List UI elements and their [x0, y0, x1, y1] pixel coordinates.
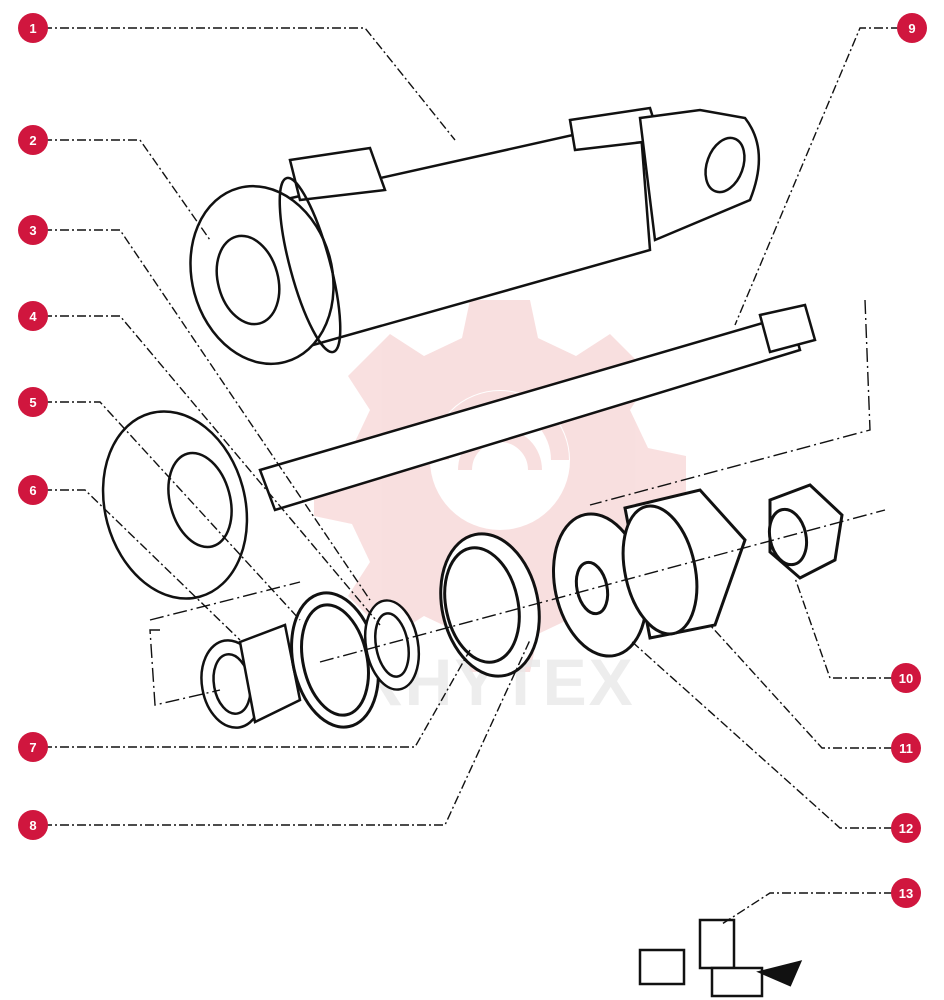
part-bushing-ring	[200, 623, 302, 729]
callout-13-marker	[891, 878, 921, 908]
callout-7-marker	[18, 732, 48, 762]
callout-4-label: 4	[29, 309, 37, 324]
callout-10-marker	[891, 663, 921, 693]
callout-1-marker	[18, 13, 48, 43]
callout-9-marker	[897, 13, 927, 43]
assembly-axis-lines	[149, 299, 886, 706]
callout-markers: 1 2 3 4 5 6 7 8 9 10 11 12 13	[18, 13, 927, 908]
callout-10-label: 10	[899, 671, 913, 686]
callout-7-label: 7	[29, 740, 36, 755]
part-repair-kit	[638, 918, 803, 998]
callout-8-marker	[18, 810, 48, 840]
callout-12-marker	[891, 813, 921, 843]
callout-12-label: 12	[899, 821, 913, 836]
callout-3-marker	[18, 215, 48, 245]
callout-9-label: 9	[908, 21, 915, 36]
callout-6-label: 6	[29, 483, 36, 498]
callout-5-label: 5	[29, 395, 36, 410]
leader-lines	[43, 27, 900, 925]
callout-4-marker	[18, 301, 48, 331]
part-wiper-ring	[439, 532, 541, 678]
callout-2-marker	[18, 125, 48, 155]
callout-13-label: 13	[899, 886, 913, 901]
callout-6-marker	[18, 475, 48, 505]
callout-1-label: 1	[29, 21, 36, 36]
part-piston-rod	[101, 303, 817, 600]
callout-5-marker	[18, 387, 48, 417]
callout-11-label: 11	[899, 741, 913, 756]
part-hex-nut	[767, 483, 844, 580]
callout-8-label: 8	[29, 818, 36, 833]
callout-11-marker	[891, 733, 921, 763]
part-cylinder-barrel	[189, 106, 761, 366]
callout-2-label: 2	[29, 133, 36, 148]
callout-3-label: 3	[29, 223, 36, 238]
part-piston-seal	[621, 488, 747, 640]
